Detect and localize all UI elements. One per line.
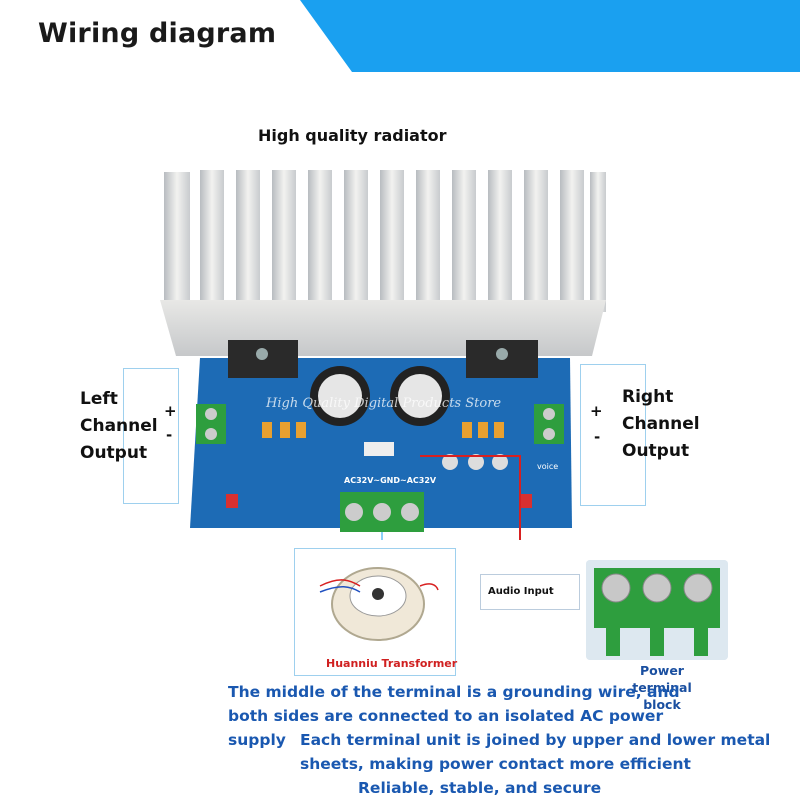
left-channel-box [123, 368, 179, 504]
radiator-label: High quality radiator [258, 126, 447, 145]
ac-voltage-label: AC32V~GND~AC32V [344, 476, 437, 485]
description-line: Reliable, stable, and secure [358, 779, 602, 797]
transformer-label: Huanniu Transformer [326, 657, 458, 670]
description-line: supply [228, 731, 286, 749]
right-plus-sign: + [590, 402, 603, 420]
capacitors [310, 366, 450, 426]
left-channel-output-label: Left Channel Output [80, 389, 158, 463]
left-plus-sign: + [164, 402, 177, 420]
amplifier-board-illustration [160, 170, 606, 540]
audio-input-label: Audio Input [488, 586, 554, 597]
power-terminal-onboard [340, 492, 424, 532]
power-ics [228, 340, 538, 378]
audio-input-box [480, 574, 580, 610]
header-bar [0, 0, 800, 72]
right-channel-output-label: Right Channel Output [622, 387, 700, 461]
description-line: both sides are connected to an isolated … [228, 707, 664, 725]
small-components [226, 422, 532, 508]
description-line: sheets, making power contact more effici… [300, 755, 691, 773]
voice-label: voice [537, 462, 559, 471]
audio-input-wires [420, 455, 521, 540]
left-output-terminal [196, 404, 226, 444]
page-title: Wiring diagram [38, 18, 277, 49]
right-output-terminal [534, 404, 564, 444]
power-terminal-label: Power terminal block [632, 663, 692, 712]
store-watermark: High Quality Digital Products Store [266, 396, 502, 411]
right-minus-sign: - [594, 428, 601, 446]
description-line: The middle of the terminal is a groundin… [228, 683, 680, 701]
description-line: Each terminal unit is joined by upper an… [300, 731, 771, 749]
heatsink [160, 170, 606, 356]
transformer-icon [319, 567, 439, 641]
right-channel-box [580, 364, 646, 506]
left-minus-sign: - [166, 426, 173, 444]
power-terminal-photo [586, 560, 728, 660]
